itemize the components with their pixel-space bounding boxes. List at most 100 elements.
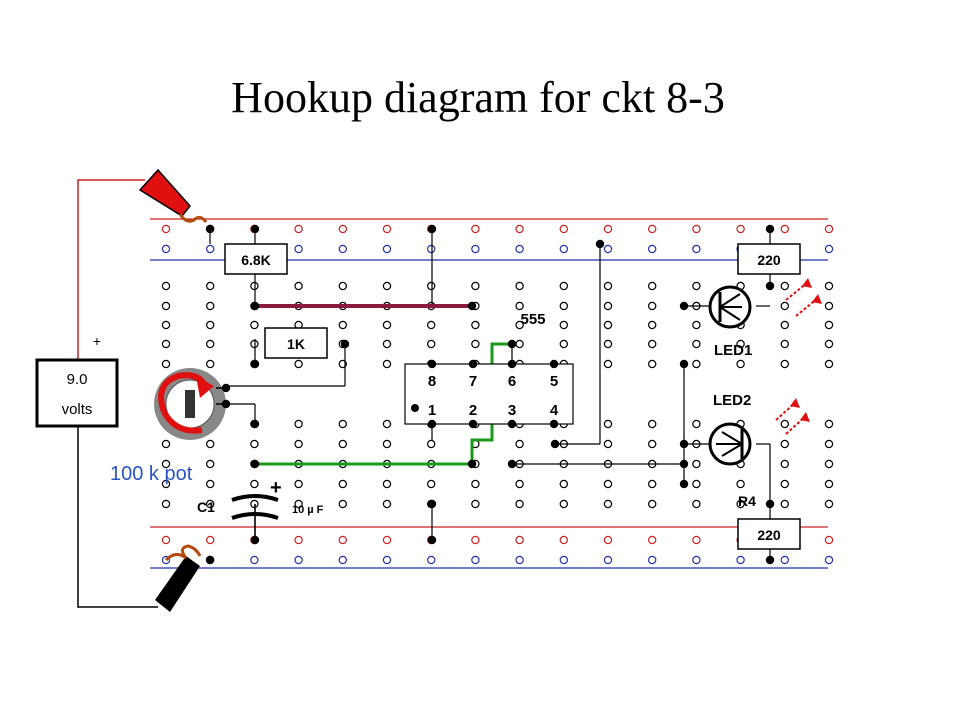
breadboard-hole	[161, 320, 171, 330]
breadboard-hole	[648, 479, 657, 489]
breadboard-hole	[515, 499, 524, 509]
breadboard-hole	[338, 224, 347, 234]
breadboard-hole	[603, 555, 613, 565]
svg-text:2: 2	[469, 402, 477, 419]
breadboard-hole	[427, 479, 436, 489]
breadboard-hole	[205, 479, 215, 489]
breadboard-hole	[780, 359, 790, 369]
breadboard-hole	[205, 459, 215, 469]
breadboard-hole	[648, 281, 657, 291]
pin-dot	[679, 301, 689, 311]
breadboard-hole	[824, 359, 834, 369]
breadboard-hole	[559, 224, 569, 234]
breadboard-hole	[648, 535, 657, 545]
breadboard-hole	[824, 301, 834, 311]
breadboard-hole	[559, 320, 569, 330]
breadboard-hole	[515, 320, 524, 330]
r4-label: R4	[738, 493, 756, 509]
breadboard-hole	[736, 224, 745, 234]
breadboard-hole	[603, 499, 613, 509]
breadboard-hole	[603, 224, 613, 234]
breadboard-hole	[294, 439, 303, 449]
potentiometer	[154, 368, 226, 440]
svg-text:7: 7	[469, 373, 477, 390]
pin-dot	[250, 419, 260, 429]
pin-dot	[507, 419, 517, 429]
pin-dot	[550, 439, 560, 449]
breadboard-hole	[780, 419, 790, 429]
component-pins	[205, 224, 775, 565]
breadboard-hole	[692, 339, 701, 349]
breadboard-hole	[338, 439, 347, 449]
breadboard-hole	[338, 555, 347, 565]
breadboard-hole	[692, 359, 701, 369]
led2: LED2	[708, 392, 810, 466]
resistor-1k: 1K	[264, 327, 328, 359]
breadboard-hole	[382, 535, 392, 545]
breadboard-hole	[692, 224, 701, 234]
pin-dot	[250, 301, 260, 311]
breadboard-hole	[382, 499, 392, 509]
breadboard-hole	[382, 479, 392, 489]
green-jumper-wire	[255, 342, 512, 466]
breadboard-hole	[427, 439, 436, 449]
battery-voltage: 9.0	[67, 371, 88, 388]
breadboard-hole	[559, 555, 569, 565]
breadboard-hole	[471, 339, 480, 349]
pin-dot	[765, 499, 775, 509]
breadboard-hole	[382, 419, 392, 429]
pin-dot	[467, 459, 477, 469]
svg-text:220: 220	[757, 252, 781, 268]
breadboard-hole	[780, 224, 790, 234]
svg-text:1: 1	[428, 402, 436, 419]
pin-dot	[427, 499, 437, 509]
breadboard-hole	[382, 320, 392, 330]
breadboard-hole	[648, 339, 657, 349]
breadboard-hole	[648, 419, 657, 429]
breadboard-hole	[559, 244, 569, 254]
breadboard-hole	[382, 555, 392, 565]
breadboard-hole	[161, 535, 171, 545]
breadboard-hole	[338, 419, 347, 429]
svg-text:6: 6	[508, 373, 516, 390]
pin-dot	[221, 383, 231, 393]
breadboard-hole	[471, 555, 480, 565]
pin-dot	[467, 301, 477, 311]
breadboard-hole	[692, 555, 701, 565]
pin-dot	[765, 555, 775, 565]
breadboard-hole	[161, 244, 171, 254]
breadboard-hole	[692, 244, 701, 254]
svg-text:8: 8	[428, 373, 436, 390]
breadboard-hole	[161, 301, 171, 311]
breadboard-hole	[471, 281, 480, 291]
breadboard-hole	[515, 339, 524, 349]
breadboard-hole	[250, 555, 259, 565]
breadboard-hole	[161, 339, 171, 349]
breadboard-hole	[205, 301, 215, 311]
breadboard-hole	[515, 479, 524, 489]
breadboard-hole	[515, 439, 524, 449]
ic-555: 555 8 7 6 5 1 2 3 4	[404, 311, 574, 425]
pin-dot	[507, 339, 517, 349]
breadboard-hole	[559, 535, 569, 545]
red-alligator-clip	[138, 168, 208, 223]
breadboard-hole	[780, 479, 790, 489]
breadboard-hole	[692, 459, 701, 469]
breadboard-hole	[294, 535, 303, 545]
pin-dot	[427, 359, 437, 369]
breadboard-hole	[603, 419, 613, 429]
breadboard-hole	[780, 499, 790, 509]
pot-label: 100 k pot	[110, 463, 193, 485]
breadboard-hole	[648, 301, 657, 311]
pin-dot	[507, 359, 517, 369]
pin-dot	[679, 359, 689, 369]
breadboard-hole	[824, 244, 834, 254]
breadboard-hole	[161, 459, 171, 469]
breadboard-hole	[382, 224, 392, 234]
breadboard-hole	[294, 224, 303, 234]
breadboard-hole	[427, 244, 436, 254]
pin-dot	[250, 535, 260, 545]
breadboard-hole	[205, 535, 215, 545]
breadboard-hole	[294, 281, 303, 291]
